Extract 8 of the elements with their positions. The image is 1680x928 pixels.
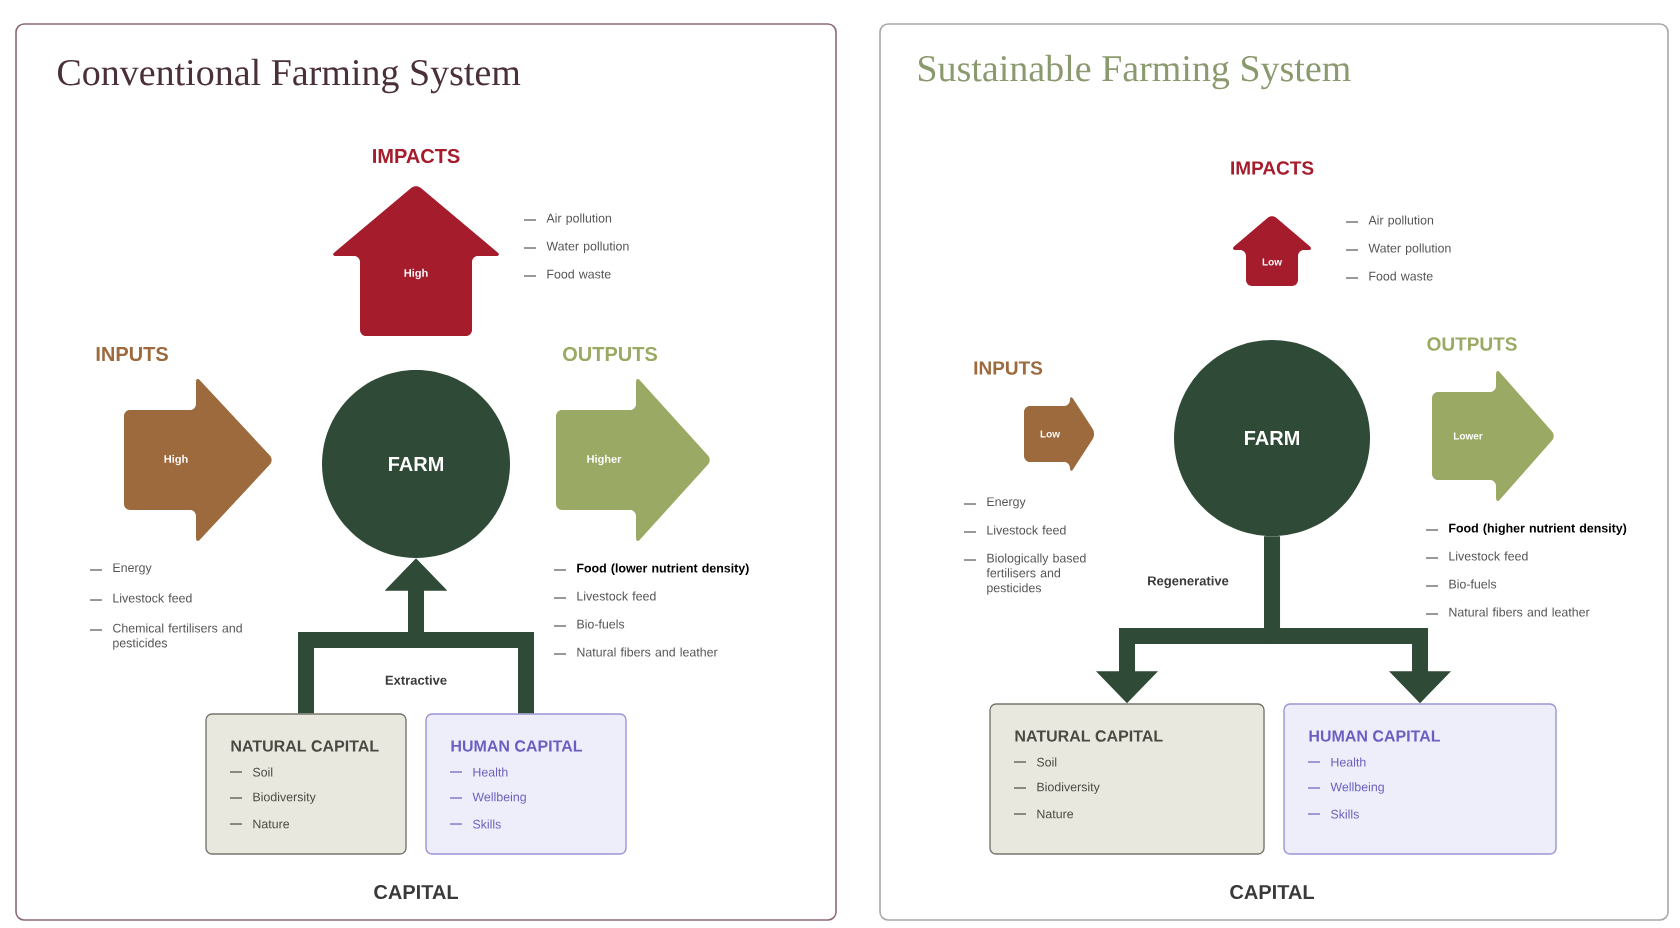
section-heading: CAPITAL (1230, 884, 1314, 900)
node-label: OUTPUTS (1427, 337, 1517, 351)
node-label: IMPACTS (373, 148, 460, 164)
node-label: IMPACTS (1231, 161, 1314, 175)
node-label: INPUTS (96, 346, 168, 362)
node-label: INPUTS (974, 361, 1043, 375)
node-label: OUTPUTS (563, 346, 658, 362)
section-heading: CAPITAL (374, 884, 458, 900)
